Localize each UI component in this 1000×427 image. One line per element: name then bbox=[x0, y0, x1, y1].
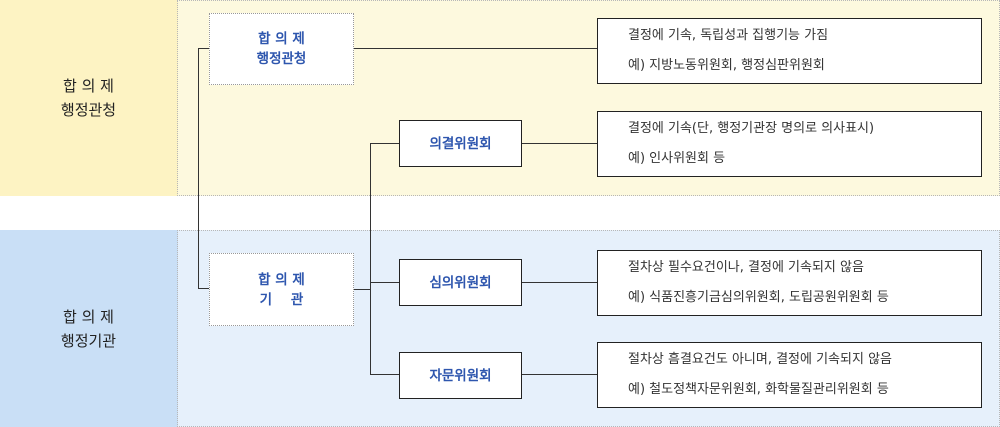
desc-resolution: 결정에 기속(단, 행정기관장 명의로 의사표시) 예) 인사위원회 등 bbox=[597, 111, 982, 177]
node-deliberation-committee-label: 심의위원회 bbox=[429, 274, 492, 291]
band-label-institution: 합 의 제 행정기관 bbox=[0, 230, 178, 427]
connector-left-trunk bbox=[198, 48, 210, 289]
desc-resolution-line2: 예) 인사위원회 등 bbox=[628, 151, 726, 166]
band-label-institution-line1: 합 의 제 bbox=[63, 307, 114, 326]
node-institution: 합 의 제 기 관 bbox=[209, 253, 354, 326]
desc-deliberation-line2: 예) 식품진흥기금심의위원회, 도립공원위원회 등 bbox=[628, 290, 889, 305]
desc-resolution-line1: 결정에 기속(단, 행정기관장 명의로 의사표시) bbox=[628, 121, 875, 136]
desc-deliberation: 절차상 필수요건이나, 결정에 기속되지 않음 예) 식품진흥기금심의위원회, … bbox=[597, 250, 982, 316]
desc-advisory-line1: 절차상 흠결요건도 아니며, 결정에 기속되지 않음 bbox=[628, 352, 892, 367]
node-agency-line2: 행정관청 bbox=[256, 51, 307, 67]
desc-advisory: 절차상 흠결요건도 아니며, 결정에 기속되지 않음 예) 철도정책자문위원회,… bbox=[597, 342, 982, 408]
node-agency-line1: 합 의 제 bbox=[258, 31, 305, 47]
desc-agency-line1: 결정에 기속, 독립성과 집행기능 가짐 bbox=[628, 28, 829, 43]
band-label-agency: 합 의 제 행정관청 bbox=[0, 0, 178, 196]
node-advisory-committee-label: 자문위원회 bbox=[429, 367, 492, 384]
desc-agency-line2: 예) 지방노동위원회, 행정심판위원회 bbox=[628, 58, 825, 73]
band-label-institution-line2: 행정기관 bbox=[60, 331, 117, 350]
node-institution-line1: 합 의 제 bbox=[258, 271, 305, 288]
desc-advisory-line2: 예) 철도정책자문위원회, 화학물질관리위원회 등 bbox=[628, 382, 889, 397]
node-deliberation-committee: 심의위원회 bbox=[399, 259, 522, 306]
desc-agency: 결정에 기속, 독립성과 집행기능 가짐 예) 지방노동위원회, 행정심판위원회 bbox=[597, 18, 982, 84]
node-agency: 합 의 제 행정관청 bbox=[209, 13, 354, 85]
node-resolution-committee-label: 의결위원회 bbox=[429, 135, 492, 152]
node-advisory-committee: 자문위원회 bbox=[399, 352, 522, 399]
node-institution-line2: 기 관 bbox=[259, 291, 304, 308]
band-label-agency-line2: 행정관청 bbox=[60, 101, 117, 119]
desc-deliberation-line1: 절차상 필수요건이나, 결정에 기속되지 않음 bbox=[628, 260, 864, 275]
node-resolution-committee: 의결위원회 bbox=[399, 120, 522, 167]
band-label-agency-line1: 합 의 제 bbox=[63, 77, 114, 95]
connector-committee-branch bbox=[370, 143, 399, 375]
